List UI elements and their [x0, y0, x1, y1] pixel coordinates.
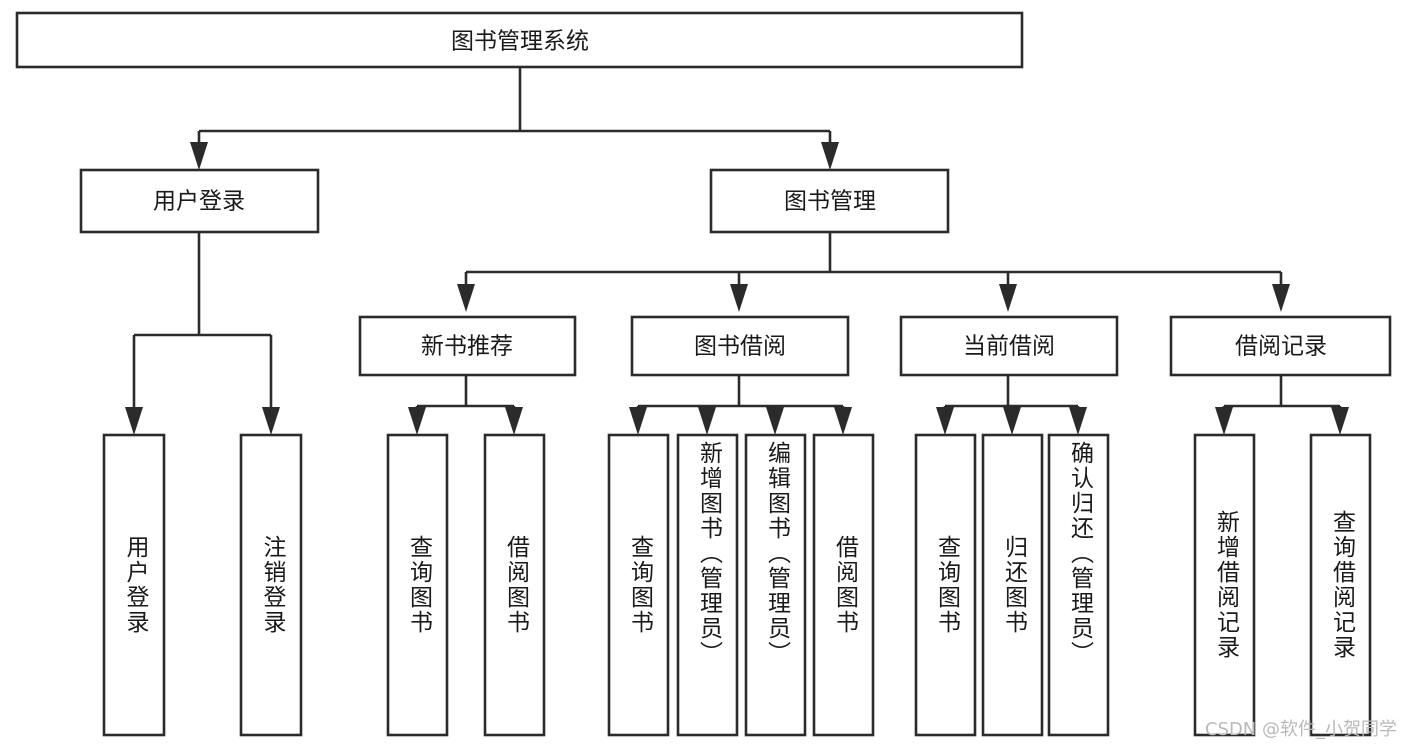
node-new-book-recommend[interactable]: 新书推荐 — [358, 315, 577, 377]
arrow-head-leaf-edit-book — [766, 407, 784, 435]
node-new-book-recommend-box[interactable] — [358, 315, 577, 377]
watermark-text: CSDN @软件_小贺同学 — [1204, 719, 1397, 740]
arrow-head-book-management — [821, 142, 839, 170]
node-new-book-recommend-label: 新书推荐 — [421, 334, 513, 360]
arrow-head-leaf-confirm-return — [1069, 407, 1087, 435]
arrow-head-new-book-recommend — [457, 284, 475, 312]
leaf-box-query-book-1[interactable] — [386, 433, 449, 737]
leaf-box-query-record[interactable] — [1309, 433, 1372, 737]
node-borrow-record-label: 借阅记录 — [1235, 334, 1327, 360]
node-borrow-record-box[interactable] — [1169, 315, 1392, 377]
node-current-borrow-label: 当前借阅 — [963, 334, 1055, 360]
leaf-box-user-logout[interactable] — [239, 433, 303, 737]
leaf-box-edit-book[interactable] — [744, 433, 807, 737]
node-root[interactable]: 图书管理系统 — [15, 11, 1024, 69]
arrow-head-leaf-query-book-1 — [408, 407, 426, 435]
node-current-borrow-box[interactable] — [899, 315, 1119, 377]
node-book-management[interactable]: 图书管理 — [709, 168, 950, 234]
arrow-head-leaf-query-book-2 — [629, 407, 647, 435]
leaf-box-add-book[interactable] — [676, 433, 739, 737]
leaf-box-return-book[interactable] — [981, 433, 1044, 737]
node-user-login-label: 用户登录 — [153, 189, 245, 215]
arrow-head-leaf-borrow-book-2 — [834, 407, 852, 435]
leaf-box-query-book-2[interactable] — [607, 433, 670, 737]
arrow-head-leaf-user-logout — [262, 407, 280, 435]
arrow-head-leaf-add-record — [1215, 407, 1233, 435]
node-root-label: 图书管理系统 — [451, 29, 589, 55]
arrow-head-book-borrow — [730, 284, 748, 312]
arrow-head-leaf-query-book-3 — [936, 407, 954, 435]
node-book-management-box[interactable] — [709, 168, 950, 234]
leaf-box-user-login[interactable] — [102, 433, 166, 737]
arrow-head-user-login — [190, 142, 208, 170]
node-root-box[interactable] — [15, 11, 1024, 69]
leaf-box-borrow-book-2[interactable] — [812, 433, 875, 737]
node-borrow-record[interactable]: 借阅记录 — [1169, 315, 1392, 377]
node-book-management-label: 图书管理 — [784, 189, 876, 215]
leaf-box-confirm-return[interactable] — [1047, 433, 1110, 737]
node-book-borrow-label: 图书借阅 — [694, 334, 786, 360]
leaf-box-query-book-3[interactable] — [914, 433, 977, 737]
node-book-borrow[interactable]: 图书借阅 — [630, 315, 850, 377]
connector-group — [125, 67, 1349, 435]
node-user-login[interactable]: 用户登录 — [79, 168, 320, 234]
arrow-head-leaf-borrow-book-1 — [505, 407, 523, 435]
arrow-head-leaf-user-login — [125, 407, 143, 435]
arrow-head-borrow-record — [1272, 284, 1290, 312]
arrow-head-current-borrow — [999, 284, 1017, 312]
node-user-login-box[interactable] — [79, 168, 320, 234]
arrow-head-leaf-query-record — [1331, 407, 1349, 435]
node-current-borrow[interactable]: 当前借阅 — [899, 315, 1119, 377]
node-book-borrow-box[interactable] — [630, 315, 850, 377]
arrow-head-leaf-add-book — [698, 407, 716, 435]
leaf-box-add-record[interactable] — [1193, 433, 1256, 737]
leaf-box-borrow-book-1[interactable] — [483, 433, 546, 737]
arrow-head-leaf-return-book — [1003, 407, 1021, 435]
